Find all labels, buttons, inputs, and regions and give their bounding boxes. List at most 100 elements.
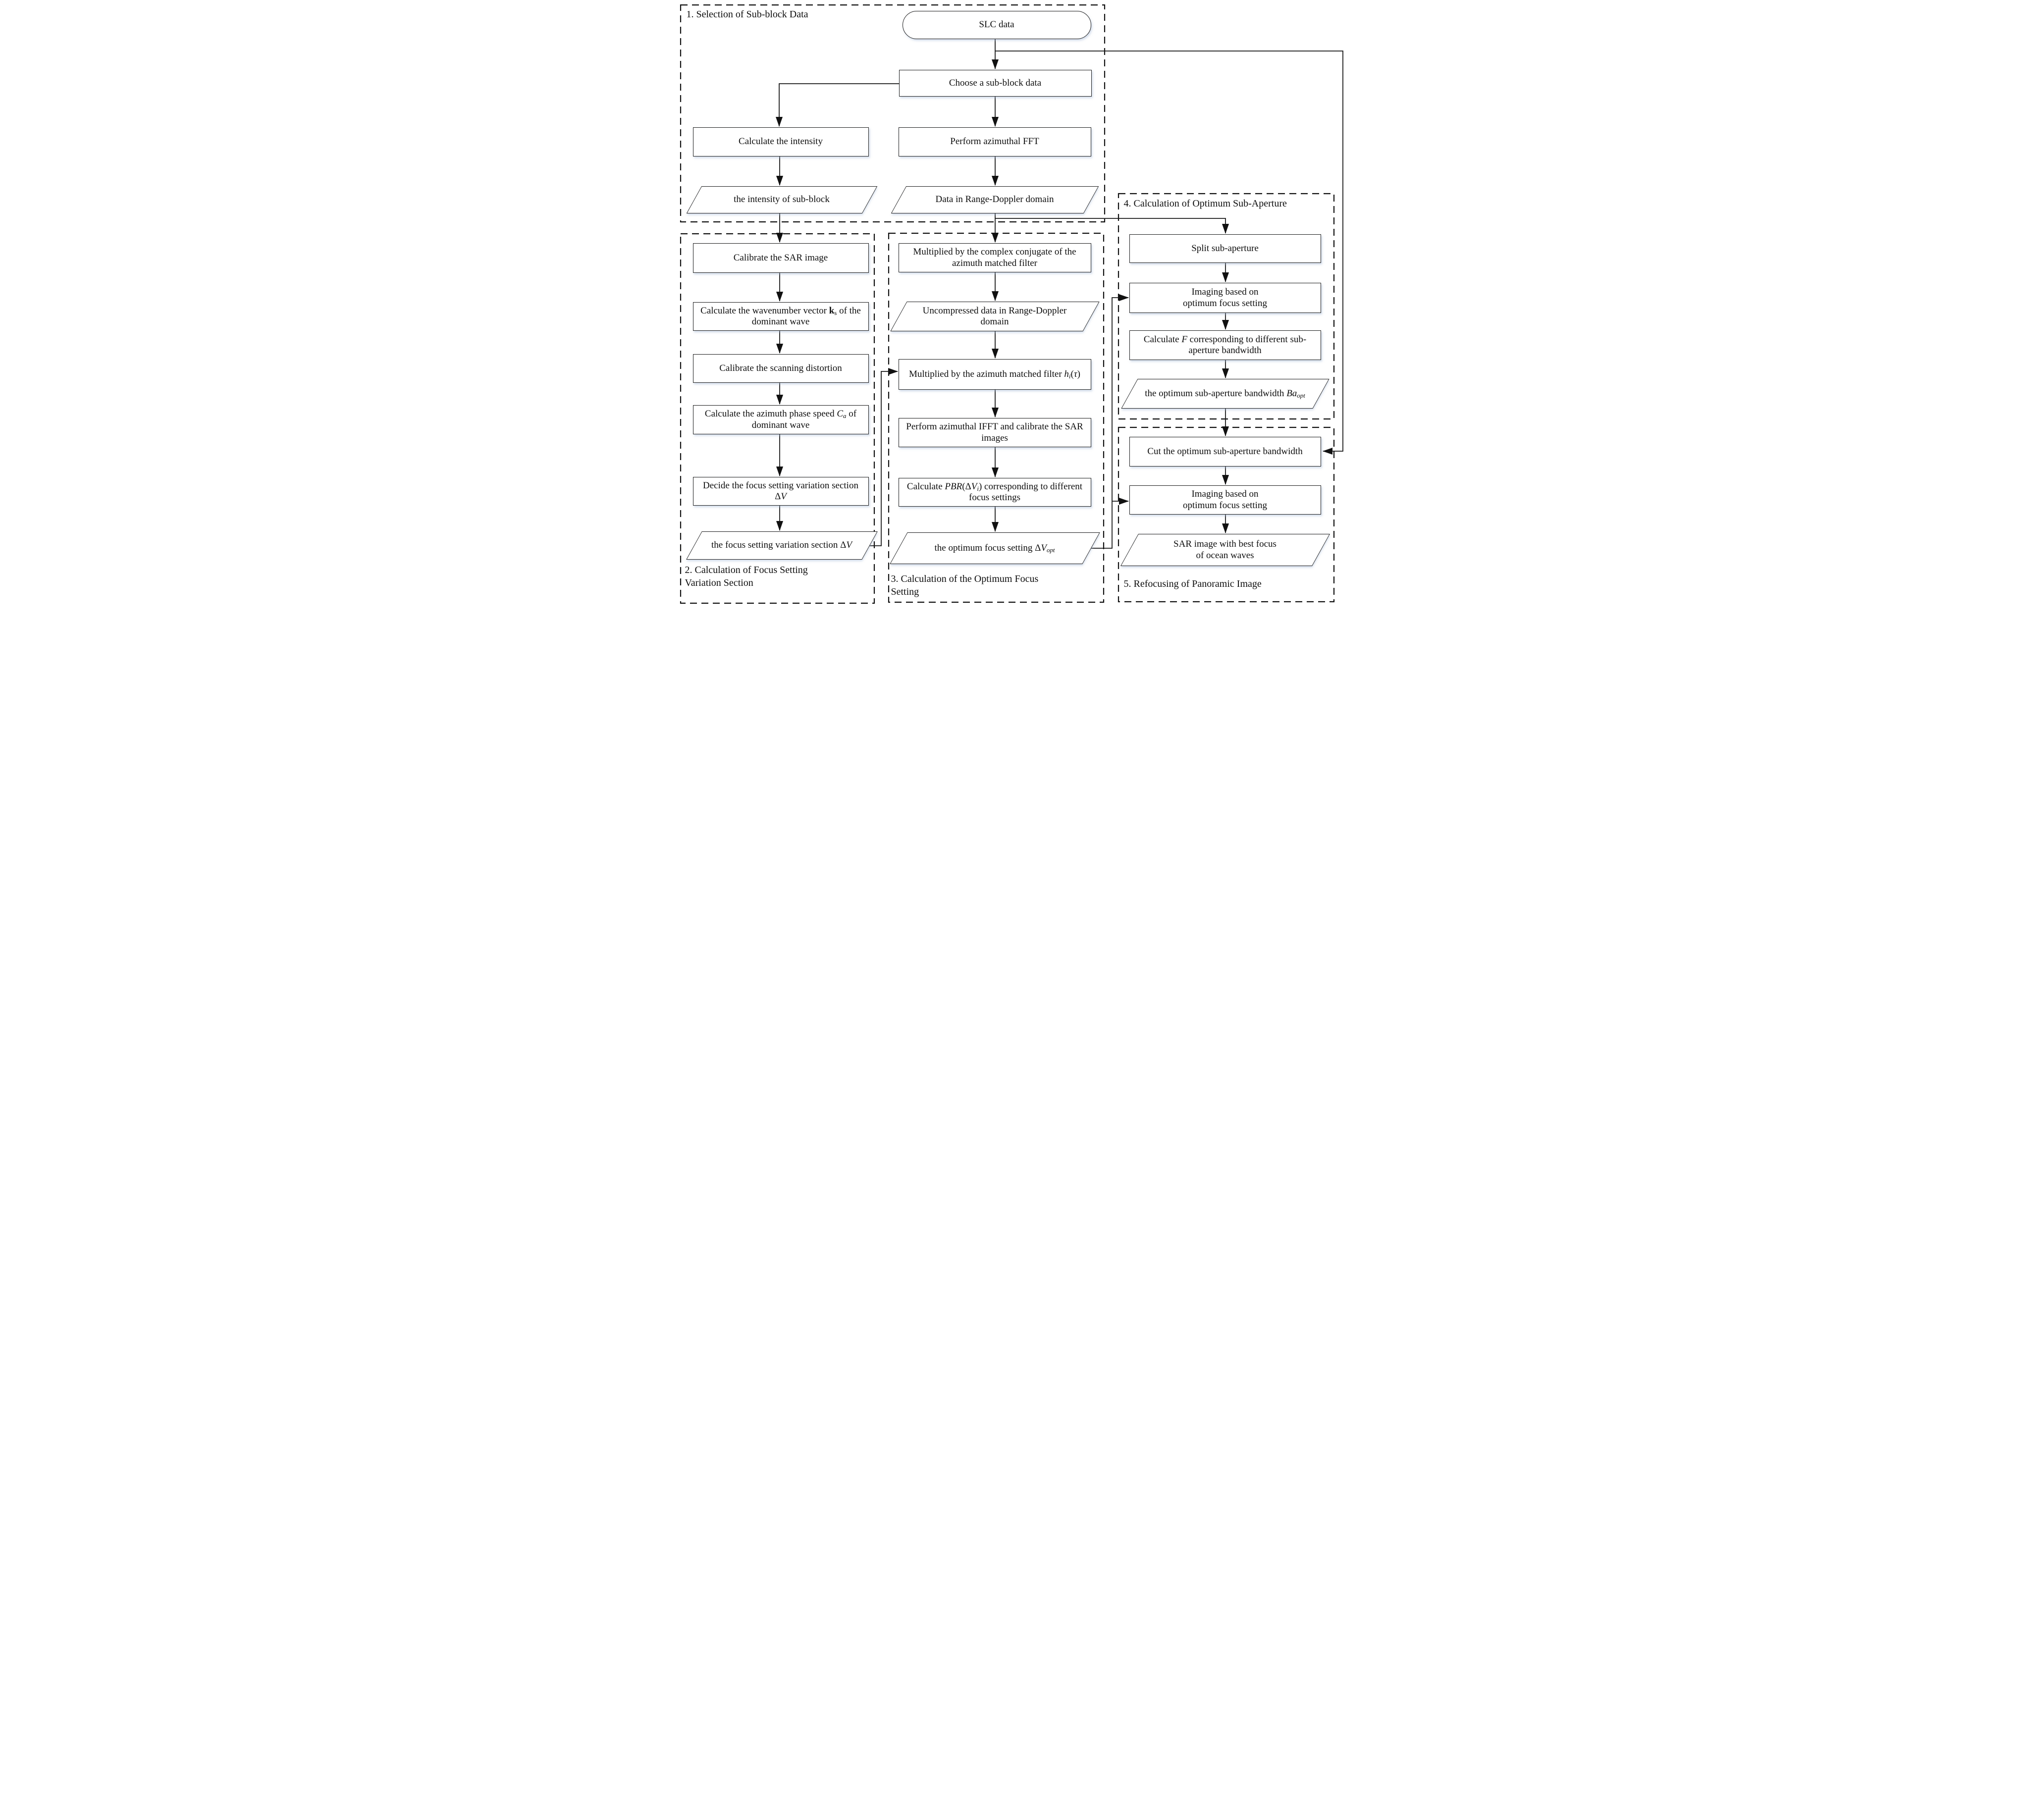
wavenumber-text-2: of the dominant wave <box>751 305 861 327</box>
pbr-text-1: Calculate <box>906 481 945 492</box>
io-optimum-sub-aperture-bandwidth-label: the optimum sub-aperture bandwidth Baopt <box>1132 388 1318 399</box>
decide-text-1: Decide the focus setting variation secti… <box>703 480 858 502</box>
io-focus-setting-variation: the focus setting variation section ΔV <box>686 531 878 560</box>
baopt-text-1: the optimum sub-aperture bandwidth <box>1145 388 1287 399</box>
process-split-sub-aperture-label: Split sub-aperture <box>1191 243 1259 254</box>
section-5-label: 5. Refocusing of Panoramic Image <box>1123 578 1262 589</box>
flowchart-canvas: 1. Selection of Sub-block Data 2. Calcul… <box>674 0 1348 607</box>
matched-paren-close: ) <box>1077 368 1080 379</box>
section-4-border <box>1117 193 1334 420</box>
io-optimum-focus-setting-label: the optimum focus setting ΔVopt <box>922 543 1068 554</box>
terminator-slc-data: SLC data <box>902 11 1091 39</box>
process-azimuthal-ifft-label: Perform azimuthal IFFT and calibrate the… <box>906 421 1083 443</box>
io-focus-setting-variation-label: the focus setting variation section ΔV <box>698 540 865 551</box>
process-choose-sub-block-label: Choose a sub-block data <box>949 77 1042 88</box>
calcf-text-2: corresponding to different sub-aperture … <box>1187 334 1307 356</box>
edge-slc-to-cut <box>995 51 1343 455</box>
io-uncompressed-data-label: Uncompressed data in Range-Doppler domai… <box>922 305 1067 327</box>
process-calibrate-scanning-distortion-label: Calibrate the scanning distortion <box>719 363 842 373</box>
calcf-text-1: Calculate <box>1143 334 1182 345</box>
pbr-subscript: i <box>977 485 979 493</box>
process-imaging-optimum-focus-4: Imaging based on optimum focus setting <box>1129 283 1321 313</box>
process-decide-focus-variation-label: Decide the focus setting variation secti… <box>698 480 863 502</box>
process-azimuth-matched-filter-label: Multiplied by the azimuth matched filter… <box>909 369 1080 380</box>
io-sar-image-best-focus: SAR image with best focus of ocean waves <box>1120 534 1330 566</box>
matched-h-symbol: h <box>1064 368 1069 379</box>
process-cut-sub-aperture: Cut the optimum sub-aperture bandwidth <box>1129 437 1321 467</box>
baopt-subscript: opt <box>1297 392 1305 400</box>
edge-choose-to-intensity <box>775 83 899 127</box>
pbr-text-2: ) corresponding to different focus setti… <box>969 481 1083 503</box>
imaging4-line1: Imaging based on <box>1191 287 1259 298</box>
phase-speed-text-1: Calculate the azimuth phase speed <box>704 409 837 419</box>
io-intensity-of-sub-block-label: the intensity of sub-block <box>734 194 830 205</box>
process-wavenumber-vector: Calculate the wavenumber vector ks of th… <box>692 302 869 331</box>
io-sar-image-best-focus-label: SAR image with best focus of ocean waves <box>1161 539 1289 561</box>
process-cut-sub-aperture-label: Cut the optimum sub-aperture bandwidth <box>1147 446 1303 457</box>
section-2-label-line1: 2. Calculation of Focus Setting <box>685 565 808 575</box>
baopt-ba-symbol: Ba <box>1286 388 1297 399</box>
edge-rddata-to-split <box>995 218 1229 234</box>
process-azimuth-matched-filter: Multiplied by the azimuth matched filter… <box>898 359 1091 390</box>
process-calibrate-scanning-distortion: Calibrate the scanning distortion <box>692 354 869 383</box>
dvopt-text-1: the optimum focus setting Δ <box>934 542 1041 553</box>
process-decide-focus-variation: Decide the focus setting variation secti… <box>692 477 869 506</box>
imaging4-line2: optimum focus setting <box>1183 298 1267 309</box>
phase-speed-c-symbol: C <box>837 409 844 419</box>
process-azimuthal-fft: Perform azimuthal FFT <box>898 127 1091 156</box>
dv-out-text-1: the focus setting variation section Δ <box>711 540 847 551</box>
process-azimuthal-ifft: Perform azimuthal IFFT and calibrate the… <box>898 418 1091 447</box>
calcf-f-symbol: F <box>1181 334 1187 345</box>
process-calibrate-sar-image-label: Calibrate the SAR image <box>733 252 828 263</box>
pbr-v-symbol: V <box>971 481 977 492</box>
process-imaging-optimum-focus-4-label: Imaging based on optimum focus setting <box>1183 287 1267 309</box>
dvopt-v-symbol: V <box>1041 542 1047 553</box>
process-calculate-f: Calculate F corresponding to different s… <box>1129 330 1321 360</box>
io-range-doppler-data-label: Data in Range-Doppler domain <box>935 194 1054 205</box>
pbr-paren-open: (Δ <box>962 481 971 492</box>
sar-out-line2: of ocean waves <box>1196 550 1254 561</box>
matched-tau-symbol: τ <box>1073 368 1077 379</box>
section-2-label-line2: Variation Section <box>685 577 753 588</box>
matched-paren-open: ( <box>1070 368 1074 379</box>
imaging5-line2: optimum focus setting <box>1183 500 1267 511</box>
io-range-doppler-data: Data in Range-Doppler domain <box>891 186 1099 213</box>
section-3-label-line1: 3. Calculation of the Optimum Focus <box>891 573 1039 584</box>
process-calculate-f-label: Calculate F corresponding to different s… <box>1135 334 1316 356</box>
process-choose-sub-block: Choose a sub-block data <box>899 70 1092 97</box>
decide-v-symbol: V <box>781 491 787 502</box>
matched-subscript: i <box>1068 372 1071 380</box>
process-imaging-optimum-focus-5-label: Imaging based on optimum focus setting <box>1183 489 1267 511</box>
process-imaging-optimum-focus-5: Imaging based on optimum focus setting <box>1129 485 1321 515</box>
section-3-label: 3. Calculation of the Optimum Focus Sett… <box>891 572 1039 598</box>
section-4-label: 4. Calculation of Optimum Sub-Aperture <box>1123 198 1287 209</box>
pbr-symbol: PBR <box>945 481 962 492</box>
process-calibrate-sar-image: Calibrate the SAR image <box>692 243 869 273</box>
matched-text-1: Multiplied by the azimuth matched filter <box>909 368 1064 379</box>
process-calculate-intensity-label: Calculate the intensity <box>739 136 823 147</box>
process-split-sub-aperture: Split sub-aperture <box>1129 234 1321 263</box>
wavenumber-k-symbol: k <box>829 305 835 316</box>
process-complex-conjugate-label: Multiplied by the complex conjugate of t… <box>913 247 1076 268</box>
process-wavenumber-vector-label: Calculate the wavenumber vector ks of th… <box>698 306 863 327</box>
process-complex-conjugate: Multiplied by the complex conjugate of t… <box>898 243 1091 272</box>
dv-out-v-symbol: V <box>846 540 852 551</box>
phase-speed-text-2: of dominant wave <box>751 409 857 430</box>
process-azimuthal-fft-label: Perform azimuthal FFT <box>950 136 1039 147</box>
edge-dvopt-to-imaging4 <box>1085 294 1129 549</box>
io-uncompressed-data: Uncompressed data in Range-Doppler domai… <box>890 302 1100 331</box>
process-azimuth-phase-speed-label: Calculate the azimuth phase speed Ca of … <box>698 409 863 430</box>
io-optimum-focus-setting: the optimum focus setting ΔVopt <box>889 532 1100 564</box>
process-calculate-intensity: Calculate the intensity <box>692 127 869 156</box>
wavenumber-text-1: Calculate the wavenumber vector <box>700 305 829 316</box>
wavenumber-subscript: s <box>834 309 837 317</box>
phase-speed-subscript: a <box>843 412 847 420</box>
io-optimum-sub-aperture-bandwidth: the optimum sub-aperture bandwidth Baopt <box>1120 379 1330 409</box>
terminator-slc-data-label: SLC data <box>979 19 1014 30</box>
flow-connectors <box>680 4 1343 604</box>
section-3-label-line2: Setting <box>891 586 919 597</box>
process-calculate-pbr-label: Calculate PBR(ΔVi) corresponding to diff… <box>904 481 1086 503</box>
edge-dvout-to-matched <box>862 368 898 546</box>
process-azimuth-phase-speed: Calculate the azimuth phase speed Ca of … <box>692 405 869 434</box>
sar-out-line1: SAR image with best focus <box>1173 539 1277 550</box>
